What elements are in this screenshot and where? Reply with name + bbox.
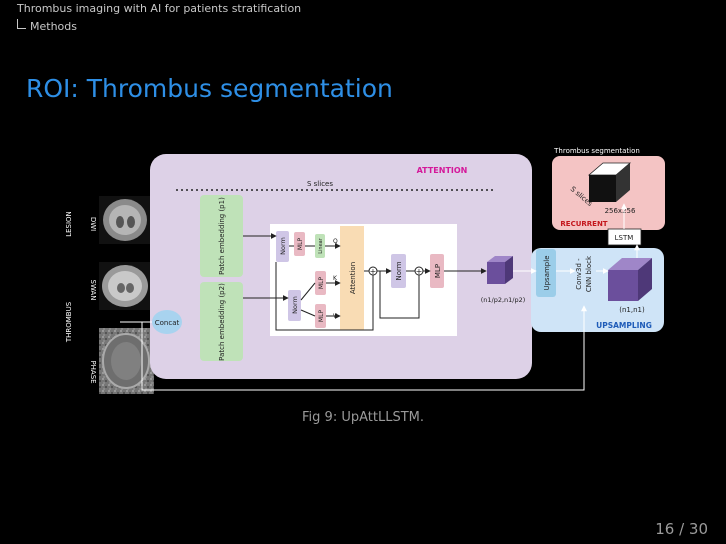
thrombus-label: THROMBUS	[65, 301, 73, 343]
patch-embedding-p1-label: Patch embedding (p1)	[218, 197, 226, 275]
phase-brain-image	[99, 328, 154, 394]
attention-block-label: Attention	[349, 262, 357, 294]
lstm-label: LSTM	[615, 234, 634, 242]
concat-label: Concat	[155, 319, 180, 327]
swan-label: SWAN	[89, 279, 97, 300]
k-label: K	[333, 275, 338, 282]
mlp-label-3: MLP	[318, 310, 325, 323]
mlp-label-4: MLP	[434, 264, 442, 278]
convblock-label-1: Conv3d -	[575, 258, 583, 290]
convblock-label-2: CNN block	[585, 255, 593, 292]
breadcrumb-section-label: Methods	[30, 20, 77, 33]
mlp-box-1	[294, 232, 305, 256]
slide-title: ROI: Thrombus segmentation	[26, 74, 393, 103]
linear-box-1	[315, 234, 325, 258]
external-connections	[120, 203, 640, 391]
norm-label-1: Norm	[279, 237, 287, 255]
mlp-box-3	[315, 304, 326, 328]
upsampling-title: UPSAMPLING	[596, 321, 652, 330]
plus-symbol-2: +	[416, 267, 423, 276]
linear-label-1: Linear	[318, 237, 324, 253]
recurrent-title: RECURRENT	[560, 220, 607, 228]
page-number: 16 / 30	[655, 520, 708, 538]
norm-label-2: Norm	[291, 296, 299, 314]
patch-embedding-p1-box	[200, 195, 243, 277]
patch-embedding-p2-box	[200, 282, 243, 361]
mlp-box-2	[315, 271, 326, 295]
mlp-label-2: MLP	[318, 277, 325, 290]
swan-brain-image	[99, 262, 151, 310]
slices-label-top: S slices	[307, 180, 333, 188]
output-title: Thrombus segmentation	[553, 147, 640, 155]
breadcrumb-presentation-title: Thrombus imaging with AI for patients st…	[17, 2, 302, 15]
patch-embedding-p2-label: Patch embedding (p2)	[218, 283, 226, 361]
attention-output-cube	[487, 256, 513, 284]
concat-node	[152, 310, 182, 334]
segmentation-cube	[587, 162, 632, 202]
norm-box-2	[288, 290, 301, 321]
phase-label: PHASE	[89, 360, 97, 383]
mlp-label-1: MLP	[297, 238, 304, 251]
attention-output-dims: (n1/p2,n1/p2)	[481, 296, 526, 304]
attention-title: ATTENTION	[417, 166, 468, 175]
upsample-label: Upsample	[543, 255, 551, 290]
lesion-label: LESION	[65, 211, 73, 237]
norm-label-3: Norm	[395, 261, 403, 280]
dwi-label: DWI	[89, 217, 97, 231]
attention-block	[340, 226, 364, 330]
norm-box-1	[276, 231, 289, 262]
elbow-icon	[17, 19, 26, 29]
q-label: Q	[333, 238, 338, 245]
upsampled-cube	[608, 258, 652, 301]
norm-box-3	[391, 254, 406, 288]
plus-symbol-1: +	[370, 267, 377, 276]
upsampled-dims: (n1,n1)	[619, 306, 645, 314]
transformer-connections	[243, 233, 487, 331]
dwi-brain-image	[99, 196, 151, 244]
mlp-box-4	[430, 254, 444, 288]
upsample-box	[536, 249, 556, 297]
cube-size-label: 256x256	[605, 207, 636, 215]
breadcrumb-section: Methods	[17, 19, 77, 33]
figure-caption: Fig 9: UpAttLLSTM.	[302, 410, 424, 425]
